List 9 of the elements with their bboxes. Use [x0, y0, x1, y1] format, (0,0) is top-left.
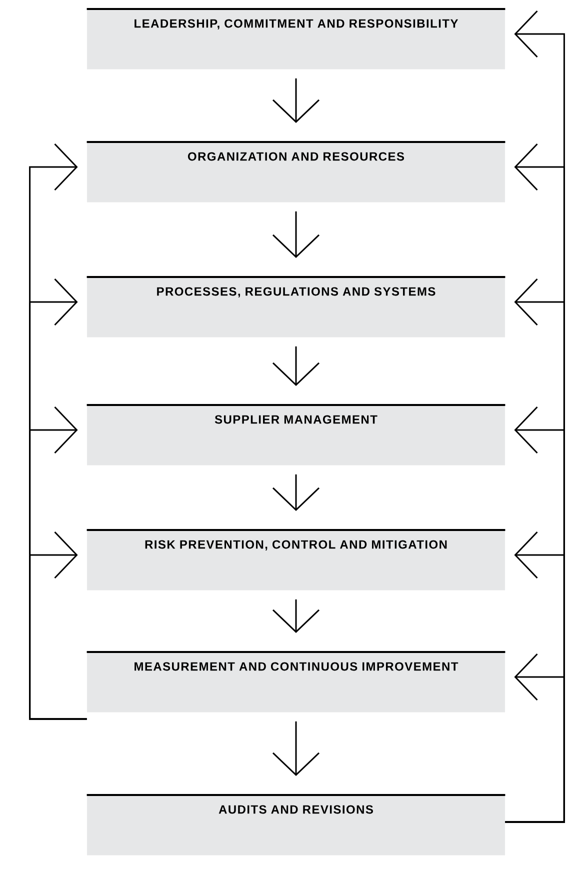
process-box: ORGANIZATION AND RESOURCES	[86, 141, 506, 202]
process-box: PROCESSES, REGULATIONS AND SYSTEMS	[86, 276, 506, 338]
arrow	[29, 532, 87, 720]
process-box: MEASUREMENT AND CONTINUOUS IMPROVEMENT	[86, 651, 506, 712]
arrow	[505, 654, 565, 823]
process-box: RISK PREVENTION, CONTROL AND MITIGATION	[86, 529, 506, 590]
process-box: SUPPLIER MANAGEMENT	[86, 404, 506, 466]
process-box: AUDITS AND REVISIONS	[86, 794, 506, 856]
process-box: LEADERSHIP, COMMITMENT AND RESPONSIBILITY	[86, 8, 506, 70]
